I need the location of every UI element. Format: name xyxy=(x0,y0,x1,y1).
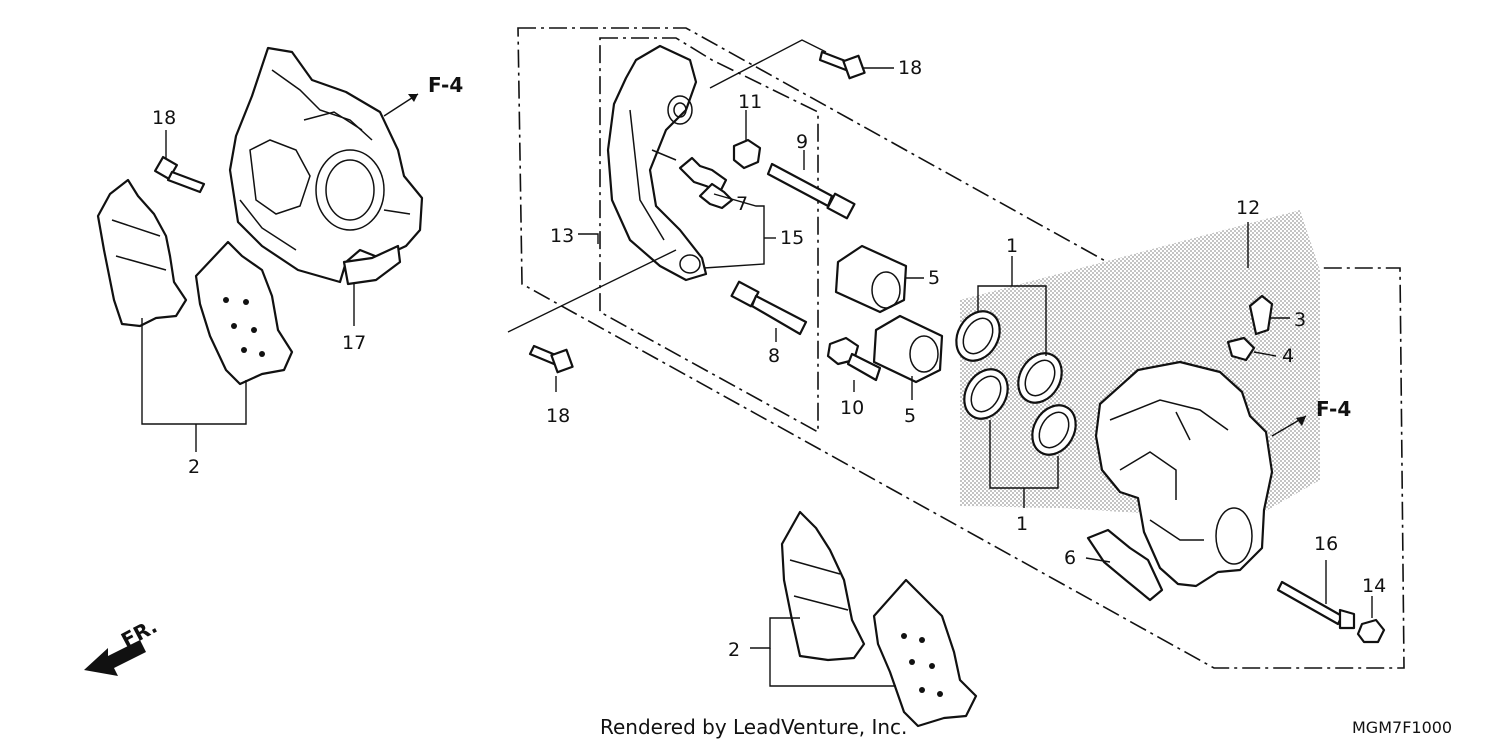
bolt-18-top xyxy=(818,50,866,80)
callout-7: 7 xyxy=(736,193,748,215)
callout-14: 14 xyxy=(1362,575,1386,597)
caliper-bracket xyxy=(606,44,708,282)
pad-spring-6 xyxy=(1086,528,1164,602)
pad-spring-clips xyxy=(678,156,734,210)
bleeder-screw xyxy=(1248,294,1274,336)
callout-3: 3 xyxy=(1294,309,1306,331)
left-brake-pads xyxy=(96,178,294,386)
pin-8 xyxy=(730,280,808,336)
front-direction-arrow: FR. xyxy=(84,614,161,676)
bolt-18-mid xyxy=(528,344,574,374)
callout-1-upper: 1 xyxy=(1006,235,1018,257)
callout-4: 4 xyxy=(1282,345,1294,367)
diagram-code: MGM7F1000 xyxy=(1352,718,1452,737)
nut-14 xyxy=(1356,618,1386,644)
callout-15: 15 xyxy=(780,227,804,249)
bottom-brake-pads xyxy=(780,510,978,728)
callout-1-lower: 1 xyxy=(1016,513,1028,535)
bracket-dashed-frame xyxy=(599,37,819,434)
piston-seals xyxy=(955,310,1077,456)
caliper-body xyxy=(1094,360,1274,588)
left-caliper-assembly xyxy=(228,46,424,286)
callout-2-left: 2 xyxy=(188,456,200,478)
callout-5-upper: 5 xyxy=(928,267,940,289)
render-credit: Rendered by LeadVenture, Inc. xyxy=(600,715,907,739)
callout-8: 8 xyxy=(768,345,780,367)
callout-18-mid: 18 xyxy=(546,405,570,427)
callout-18-top: 18 xyxy=(898,57,922,79)
callout-12: 12 xyxy=(1236,197,1260,219)
ref-f4-right: F-4 xyxy=(1316,397,1351,421)
callout-9: 9 xyxy=(796,131,808,153)
callout-17: 17 xyxy=(342,332,366,354)
callout-13: 13 xyxy=(550,225,574,247)
callout-11: 11 xyxy=(738,91,762,113)
bolt-10 xyxy=(826,336,882,382)
callout-10: 10 xyxy=(840,397,864,419)
bleeder-cap xyxy=(1226,336,1256,362)
callout-18-left: 18 xyxy=(152,107,176,129)
nut-11 xyxy=(732,138,762,170)
ref-f4-left: F-4 xyxy=(428,73,463,97)
pin-9 xyxy=(766,162,856,220)
boots xyxy=(834,244,944,384)
left-bolt xyxy=(153,155,206,194)
pin-16 xyxy=(1276,580,1356,630)
callout-16: 16 xyxy=(1314,533,1338,555)
assembly-dashed-frame xyxy=(517,27,1405,669)
callout-5-lower: 5 xyxy=(904,405,916,427)
callout-6: 6 xyxy=(1064,547,1076,569)
callout-2-bottom: 2 xyxy=(728,639,740,661)
fr-label: FR. xyxy=(117,614,161,653)
